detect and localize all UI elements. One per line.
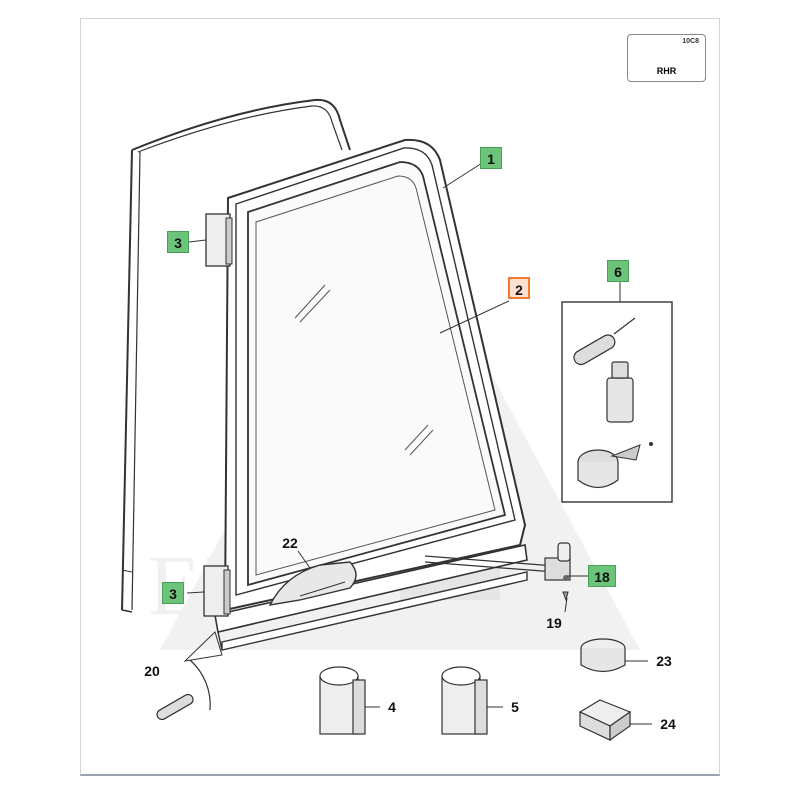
screw-part-19: [562, 591, 569, 602]
callout-20[interactable]: 20: [144, 663, 160, 679]
callout-1[interactable]: 1: [480, 147, 502, 169]
glass-panel: [247, 161, 507, 587]
door-seal-top: [131, 98, 351, 151]
callout-3-lower[interactable]: 3: [162, 582, 184, 604]
callout-23[interactable]: 23: [656, 653, 672, 669]
orientation-tag: 10C8: [682, 38, 699, 45]
callout-18[interactable]: 18: [588, 565, 616, 587]
bottom-rail: [214, 544, 528, 633]
sealant-tube: [573, 334, 616, 366]
pin-part-20: [156, 693, 194, 721]
callout-5[interactable]: 5: [511, 699, 519, 715]
block-part-24: [578, 699, 652, 742]
callout-6[interactable]: 6: [607, 260, 629, 282]
callout-19[interactable]: 19: [546, 615, 562, 631]
orientation-label: RHR: [656, 66, 677, 76]
adhesive-can: [577, 462, 619, 489]
orientation-badge: 10C8 RHR: [627, 34, 706, 82]
callout-3-upper[interactable]: 3: [167, 231, 189, 253]
seal-profile-part-4: [319, 666, 380, 735]
callout-22[interactable]: 22: [282, 535, 298, 551]
callout-24[interactable]: 24: [660, 716, 676, 732]
handle-part-22: [268, 561, 357, 606]
seal-profile-part-5: [441, 666, 503, 735]
callout-4[interactable]: 4: [388, 699, 396, 715]
pad-part-23: [580, 638, 648, 673]
callout-2[interactable]: 2: [508, 277, 530, 299]
primer-bottle: [606, 377, 634, 423]
